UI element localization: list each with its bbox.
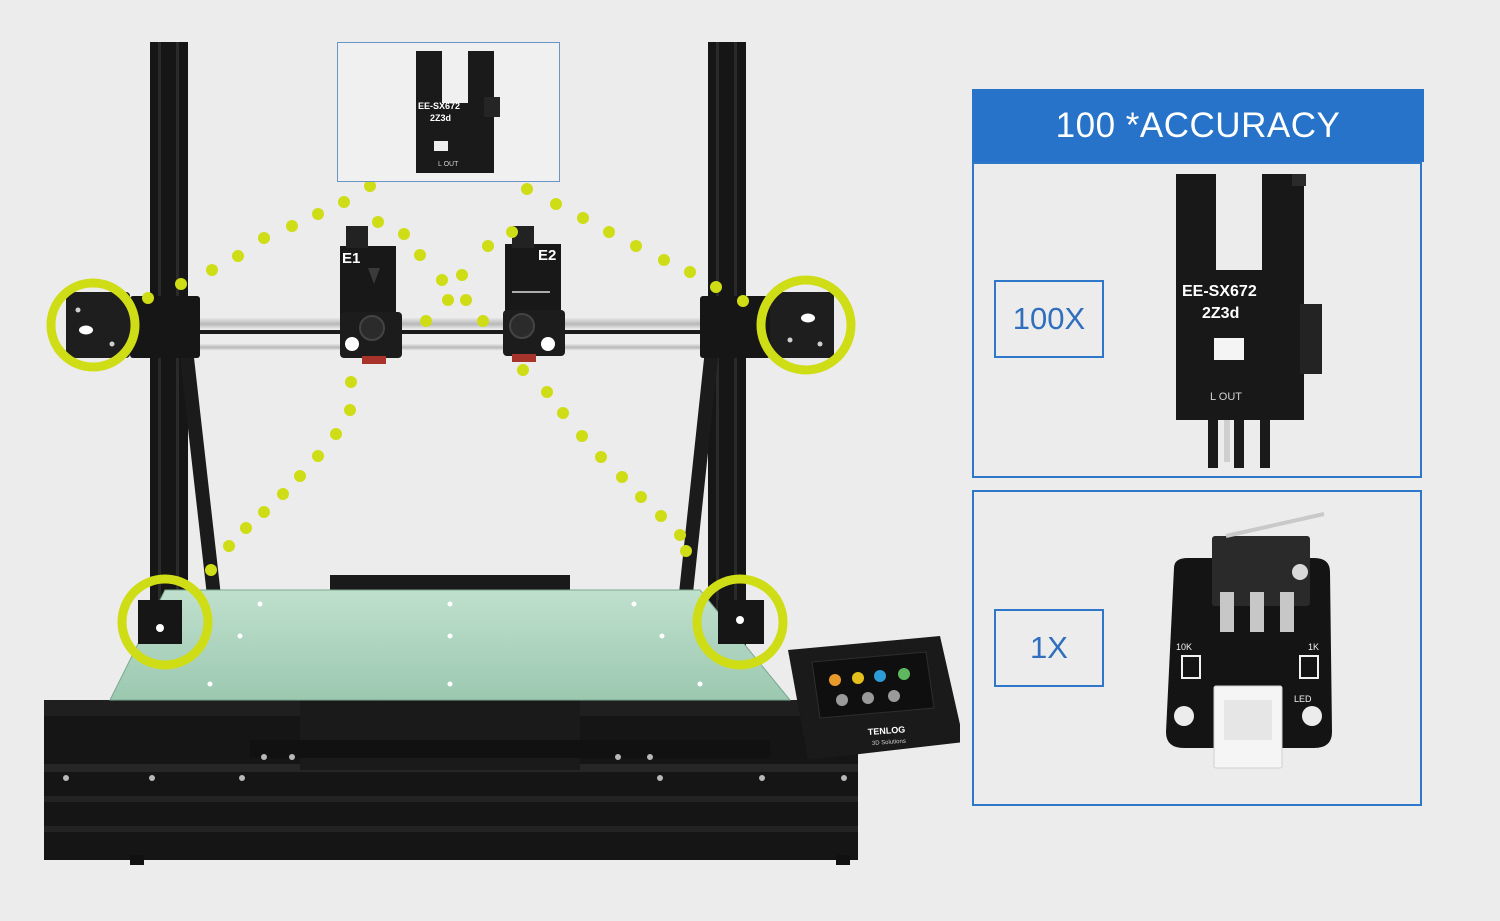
svg-text:10K: 10K: [1176, 642, 1192, 652]
accuracy-header-text: 100 *ACCURACY: [1055, 105, 1341, 145]
highlight-ring-bottom-right: [692, 574, 788, 670]
svg-text:EE-SX672: EE-SX672: [1182, 283, 1257, 300]
svg-text:LED: LED: [1294, 694, 1312, 704]
right-gantry-plate: [770, 292, 834, 358]
extruder-e2-label: E2: [538, 247, 556, 264]
optical-sensor-multiplier-text: 100X: [1012, 301, 1086, 336]
svg-text:L OUT: L OUT: [438, 161, 459, 168]
mechanical-switch-multiplier-text: 1X: [1030, 630, 1068, 665]
inset-sensor-closeup: EE-SX672 2Z3d L OUT: [337, 42, 560, 182]
mechanical-switch-panel: 1X 10K 1K LED: [972, 490, 1422, 806]
optical-sensor-image: EE-SX672 2Z3d L OUT: [1176, 174, 1322, 468]
highlight-ring-top-right: [756, 275, 856, 375]
optical-sensor-multiplier: 100X: [994, 280, 1104, 358]
print-bed: [109, 589, 792, 701]
right-diagonal-brace: [674, 340, 720, 640]
display-brand: TENLOG: [867, 724, 905, 737]
extruder-e1: [340, 226, 402, 364]
svg-text:L OUT: L OUT: [1210, 391, 1242, 403]
svg-text:2Z3d: 2Z3d: [430, 113, 451, 123]
svg-text:1K: 1K: [1308, 642, 1319, 652]
highlight-dotted-lines: [142, 180, 749, 576]
display-subtitle: 3D Solutions: [872, 739, 906, 747]
highlight-ring-top-left: [46, 278, 140, 372]
touchscreen-display: [788, 636, 960, 760]
svg-text:2Z3d: 2Z3d: [1202, 305, 1239, 322]
x-rail: [120, 318, 770, 330]
left-gantry-plate: [66, 292, 130, 358]
printer-illustration: E1 E2: [44, 42, 960, 865]
accuracy-header: 100 *ACCURACY: [972, 89, 1424, 162]
extruder-e1-label: E1: [342, 250, 360, 267]
extruder-e2: [503, 226, 565, 362]
inset-optical-sensor-image: EE-SX672 2Z3d L OUT: [416, 51, 500, 173]
mechanical-switch-multiplier: 1X: [994, 609, 1104, 687]
highlight-ring-bottom-left: [117, 574, 213, 670]
optical-sensor-panel: 100X EE-SX672 2Z3d L OUT: [972, 162, 1422, 478]
svg-text:EE-SX672: EE-SX672: [418, 101, 460, 111]
mechanical-switch-image: 10K 1K LED: [1166, 512, 1332, 769]
